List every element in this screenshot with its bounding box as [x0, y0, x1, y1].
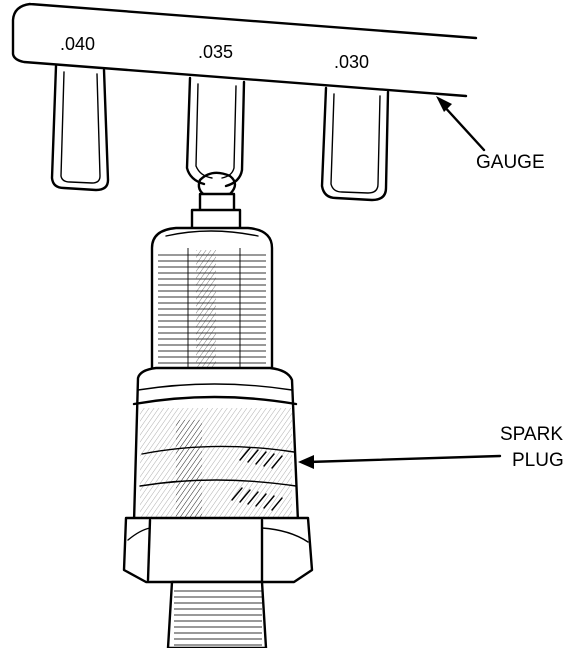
gauge-body [11, 2, 478, 98]
spark-plug-callout: SPARK PLUG [298, 424, 564, 471]
metal-shell [132, 366, 300, 524]
blade-label-040: .040 [60, 34, 95, 54]
spark-plug [122, 171, 314, 648]
gauge-callout: GAUGE [436, 96, 545, 173]
spark-label-line1: SPARK [500, 424, 563, 445]
spark-label-line2: PLUG [512, 450, 564, 471]
gauge-blade-040 [50, 64, 110, 192]
gauge-blade-035 [185, 76, 246, 188]
lower-thread [166, 580, 268, 648]
ground-electrode [190, 171, 242, 234]
threaded-barrel [150, 226, 274, 388]
feeler-gauge: .040 .035 .030 [11, 2, 478, 202]
gauge-label: GAUGE [476, 152, 545, 173]
blade-label-030: .030 [334, 52, 369, 72]
blade-label-035: .035 [198, 42, 233, 62]
hex-nut [122, 516, 314, 584]
gauge-blade-030 [320, 86, 390, 202]
